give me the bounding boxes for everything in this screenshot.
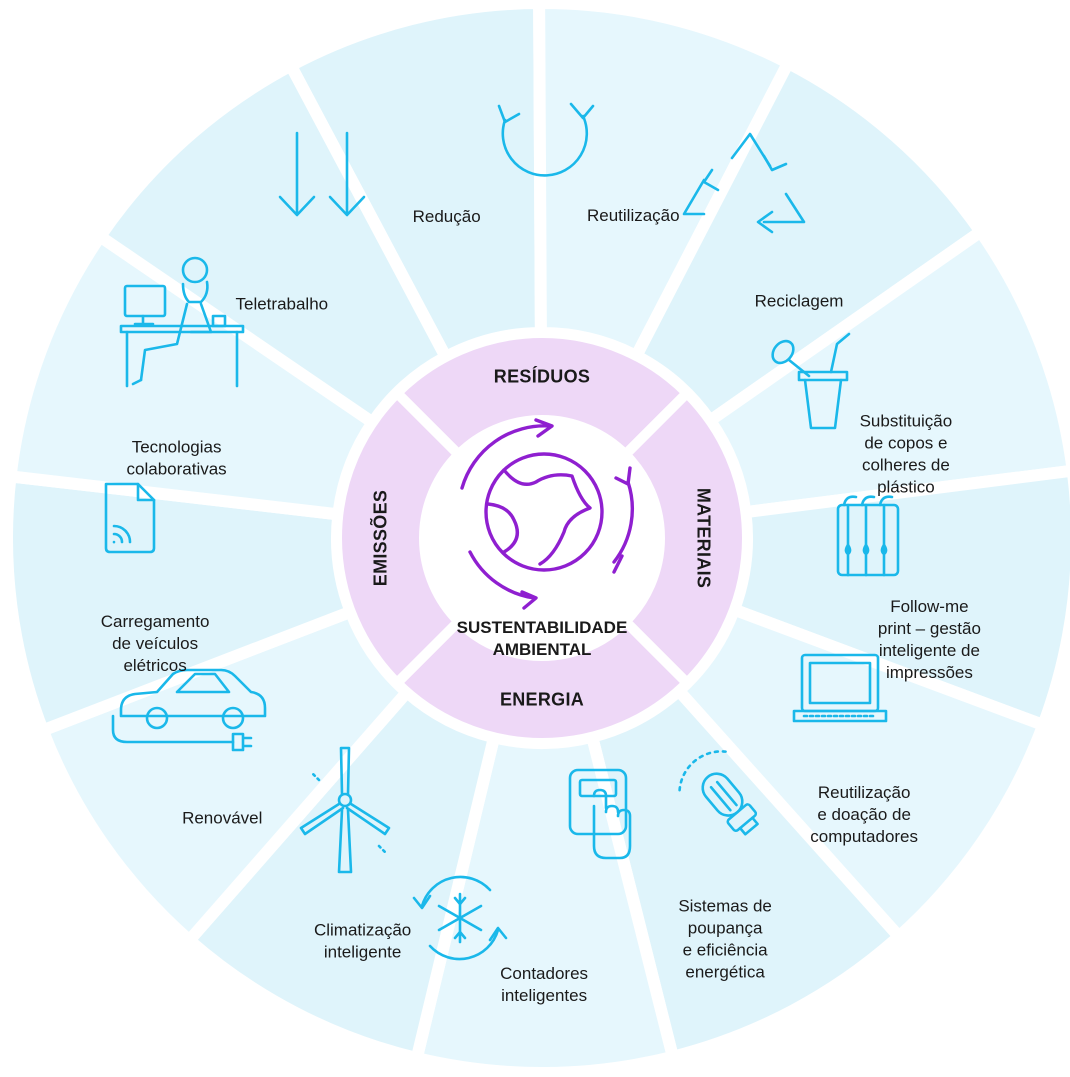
segment-label-line: Carregamento — [101, 612, 210, 631]
segment-label-line: Climatização — [314, 920, 411, 939]
category-label: EMISSÕES — [370, 490, 391, 586]
category-segment-4 — [332, 385, 466, 691]
segment-label-line: elétricos — [123, 656, 186, 675]
segment-label-line: de copos e — [864, 434, 947, 453]
category-label: ENERGIA — [500, 690, 584, 710]
smart-meter-icon — [568, 768, 632, 860]
remote-document-icon — [104, 482, 156, 554]
cycle-arrows-icon — [497, 102, 595, 177]
center-title-line2: AMBIENTAL — [493, 640, 592, 659]
segment-label-line: Reciclagem — [755, 292, 844, 311]
segment-label-line: plástico — [877, 478, 935, 497]
segment-label-line: Redução — [413, 207, 481, 226]
category-segment-2 — [618, 385, 752, 691]
segment-label: Reutilização e doação de computadores — [810, 783, 918, 846]
category-ring: RESÍDUOS MATERIAIS ENERGIA EMISSÕES — [332, 328, 752, 748]
segment-label-line: e doação de — [817, 805, 911, 824]
segment-icons — [104, 102, 900, 961]
segment-label: Teletrabalho — [236, 294, 329, 313]
segment-label-line: e eficiência — [683, 940, 769, 959]
segment-label-line: inteligente — [324, 942, 402, 961]
segment-label-line: impressões — [886, 663, 973, 682]
category-label: MATERIAIS — [694, 488, 714, 588]
category-label: RESÍDUOS — [494, 366, 590, 387]
cup-spoon-icon — [771, 332, 851, 430]
segment-label: Reciclagem — [755, 292, 844, 311]
center-title-line1: SUSTENTABILIDADE — [457, 618, 628, 637]
segment-label-line: de veículos — [112, 634, 198, 653]
segment-label: Climatização inteligente — [314, 920, 411, 961]
electric-car-icon — [111, 668, 267, 752]
segment-label-line: Reutilização — [818, 783, 911, 802]
wind-turbine-icon — [299, 746, 391, 874]
segment-label-line: Reutilização — [587, 206, 680, 225]
down-arrows-icon — [278, 131, 366, 217]
led-bulb-icon — [678, 750, 759, 836]
segment-label-line: computadores — [810, 827, 918, 846]
printer-ink-icon — [836, 495, 900, 577]
segment-label-line: Teletrabalho — [236, 294, 329, 313]
segment-label-line: inteligente de — [879, 641, 980, 660]
segment-label: Redução — [413, 207, 481, 226]
laptop-icon — [792, 653, 888, 723]
category-segment-1 — [389, 328, 695, 462]
segment-label: Tecnologias colaborativas — [127, 438, 227, 479]
remote-worker-icon — [119, 256, 245, 388]
segment-label-line: colaborativas — [127, 460, 227, 479]
segment-label-line: Sistemas de — [678, 896, 772, 915]
segment-label-line: Substituição — [860, 412, 953, 431]
segment-label: Carregamento de veículos elétricos — [101, 612, 210, 675]
segment-label-line: Contadores — [500, 964, 588, 983]
segment-label-line: print – gestão — [878, 619, 981, 638]
segment-label: Contadores inteligentes — [500, 964, 588, 1005]
segment-label-line: Follow-me — [890, 597, 968, 616]
segment-label: Substituição de copos e colheres de plástic… — [860, 412, 953, 497]
segment-label: Reutilização — [587, 206, 680, 225]
center-disc — [427, 423, 657, 653]
segment-label-line: colheres de — [862, 456, 950, 475]
segment-label-line: energética — [685, 962, 765, 981]
segment-label: Sistemas de poupança e eficiência energétic… — [678, 896, 772, 981]
segment-label: Follow-me print – gestão inteligente de imp… — [878, 597, 981, 682]
snowflake-cycle-icon — [412, 875, 508, 961]
category-segment-3 — [389, 614, 695, 748]
segment-label-line: poupança — [688, 918, 763, 937]
segment-label-line: Renovável — [182, 808, 262, 827]
segment-label-line: inteligentes — [501, 986, 587, 1005]
globe-cycle-icon — [460, 418, 634, 610]
segment-label: Renovável — [182, 808, 262, 827]
recycle-icon — [682, 132, 806, 234]
segment-label-line: Tecnologias — [132, 438, 222, 457]
